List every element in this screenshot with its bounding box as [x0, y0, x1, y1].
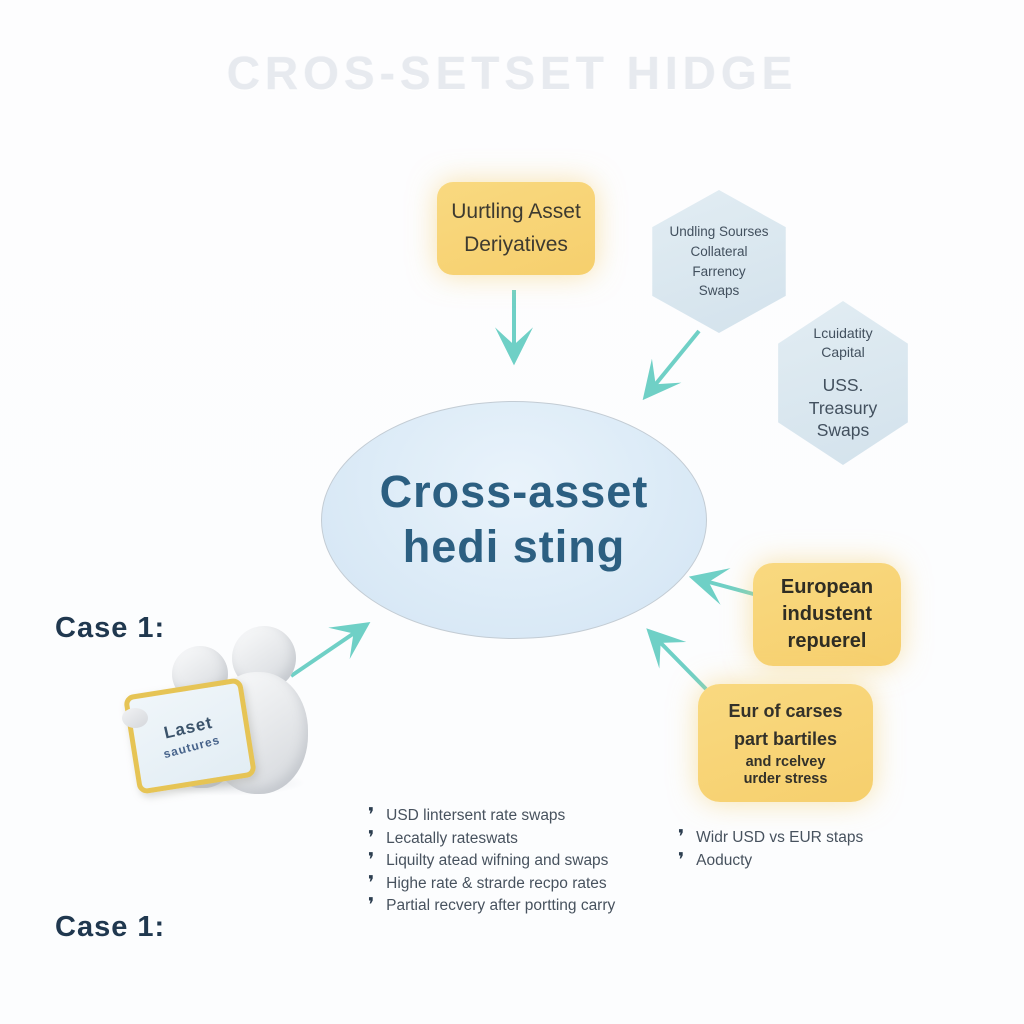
node-text-line: industent — [782, 603, 872, 625]
node-collateral-currency-swaps: Undling Sourses Collateral Farrency Swap… — [652, 190, 786, 333]
list-item-text: USD lintersent rate swaps — [386, 807, 566, 824]
list-item-text: Partial recvery after portting carry — [386, 897, 616, 915]
node-text-line: Farrency — [692, 263, 746, 279]
list-item-text: Liquilty atead wifning and swaps — [386, 852, 609, 870]
node-text-line: Lcuidatity — [813, 324, 873, 341]
bullet-icon: ❜ — [367, 872, 375, 894]
node-recovery-under-stress: Eur of carses part bartiles and rcelvey … — [698, 684, 873, 802]
list-item: ❜ Highe rate & strarde recpo rates — [367, 872, 615, 897]
case-1-label-bottom: Case 1: — [55, 911, 166, 943]
node-text-line: Eur of carses — [728, 700, 843, 721]
node-text-line: part bartiles — [733, 728, 838, 749]
node-text-line: Capital — [821, 343, 865, 360]
list-item: ❜ Widr USD vs EUR staps — [677, 827, 864, 851]
page-title: CROS-SETSET HIDGE — [226, 47, 798, 99]
list-item-text: Aoducty — [696, 851, 753, 869]
node-text-line: Swaps — [816, 420, 870, 441]
node-text-line: and rcelvey — [745, 753, 826, 770]
node-text-line: Treasury — [808, 397, 878, 418]
arrow-european-to-center — [688, 568, 758, 605]
bullet-icon: ❜ — [677, 827, 685, 848]
list-item-text: Widr USD vs EUR staps — [696, 829, 864, 846]
figures-illustration: Laset sautures — [122, 620, 313, 800]
node-underlying-asset-derivatives: Uurtling Asset Deriyatives — [437, 182, 595, 275]
node-text-line: USS. — [822, 374, 864, 395]
node-text-line: Deriyatives — [464, 232, 568, 256]
bullet-icon: ❜ — [367, 895, 375, 917]
held-sign: Laset sautures — [122, 677, 258, 795]
bullet-icon: ❜ — [367, 827, 375, 849]
bullet-icon: ❜ — [367, 850, 375, 872]
node-european-requirement: European industent repuerel — [753, 563, 901, 666]
central-node-line: Cross-asset — [379, 466, 649, 518]
central-node-cross-asset-hedging: Cross-asset hedi sting — [321, 401, 707, 639]
bullet-icon: ❜ — [367, 805, 375, 826]
bullet-icon: ❜ — [677, 849, 685, 871]
node-text-line: Uurtling Asset — [451, 199, 581, 223]
list-item: ❜ USD lintersent rate swaps — [368, 806, 615, 829]
node-text-line: European — [780, 576, 874, 598]
central-node-line: hedi sting — [402, 521, 626, 572]
node-text-line: Undling Sourses — [669, 224, 769, 240]
node-text-line: Collateral — [690, 243, 748, 259]
person-hand — [122, 708, 148, 728]
case-1-label-top: Case 1: — [55, 612, 166, 644]
arrow-hex-to-center — [642, 329, 701, 401]
arrow-stress-to-center — [646, 628, 708, 691]
node-text-line: Swaps — [698, 283, 740, 299]
list-item: ❜ Aoducty — [677, 849, 863, 874]
node-text-line: repuerel — [787, 630, 867, 652]
list-item-text: Lecatally rateswats — [386, 829, 518, 847]
list-item: ❜ Liquilty atead wifning and swaps — [368, 851, 615, 874]
node-liquidity-treasury-swaps: Lcuidatity Capital USS. Treasury Swaps — [778, 301, 908, 465]
list-item: ❜ Partial recvery after portting carry — [367, 895, 616, 919]
list-item: ❜ Lecatally rateswats — [367, 827, 615, 852]
bullet-list-right: ❜ Widr USD vs EUR staps ❜ Aoducty — [677, 827, 864, 874]
node-text-line: urder stress — [743, 770, 828, 787]
list-item-text: Highe rate & strarde recpo rates — [386, 874, 607, 892]
bullet-list-center: ❜ USD lintersent rate swaps ❜ Lecatally … — [367, 806, 616, 919]
